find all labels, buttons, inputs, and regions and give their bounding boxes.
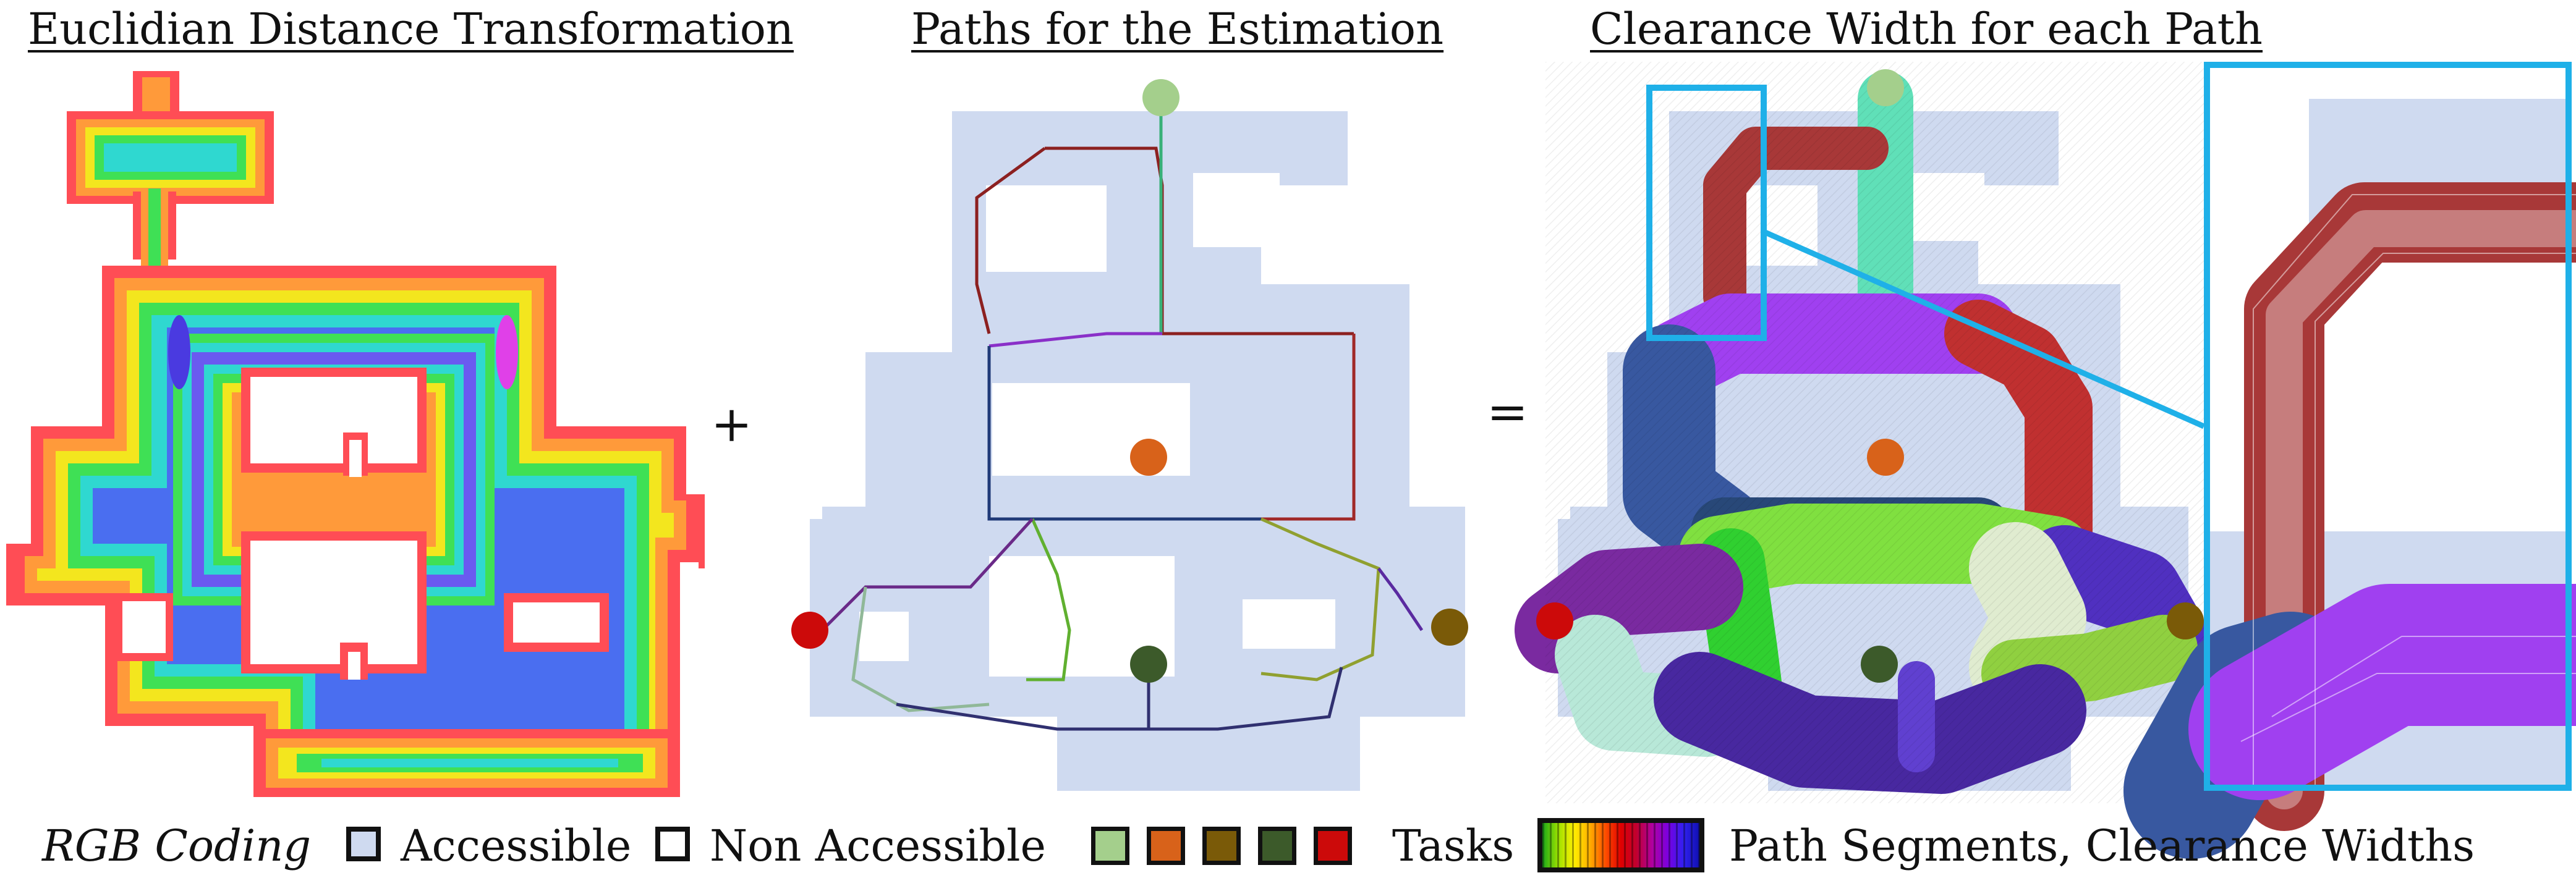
path-top-left xyxy=(975,146,1046,334)
task-dark-green xyxy=(1130,646,1167,683)
zoom-hatch xyxy=(2240,194,2576,791)
task-brown xyxy=(1431,609,1468,646)
task-markers xyxy=(791,79,1468,683)
paths-panel xyxy=(791,79,1468,791)
legend-rgb-coding: RGB Coding xyxy=(42,821,312,871)
legend-non-accessible-swatch xyxy=(655,827,690,861)
task-orange xyxy=(1130,439,1167,476)
legend-clearance-gradient xyxy=(1537,818,1704,872)
zoom-brown-inner xyxy=(2266,210,2576,809)
equals-operator: = xyxy=(1487,383,1529,441)
path-brown-right xyxy=(1261,334,1356,521)
path-navy-bottom xyxy=(896,667,1343,731)
paths-title: Paths for the Estimation xyxy=(911,4,1444,54)
legend-non-accessible-label: Non Accessible xyxy=(710,821,1046,871)
path-purple-top xyxy=(988,332,1162,348)
task-red xyxy=(791,612,828,649)
zoom-inset xyxy=(2123,62,2576,859)
zoom-brown-tube xyxy=(2244,182,2576,831)
task-brown xyxy=(2167,602,2204,639)
edt-holes xyxy=(114,368,609,680)
edt-title: Euclidian Distance Transformation xyxy=(28,4,794,54)
path-green-lower xyxy=(1026,518,1071,681)
legend-tasks-label: Tasks xyxy=(1392,821,1515,871)
task-dark-green xyxy=(1861,646,1898,683)
task-red xyxy=(1536,602,1573,639)
legend-task-swatch-dark-green xyxy=(1258,827,1296,865)
path-olive-right xyxy=(1260,517,1380,681)
path-navy-left xyxy=(987,346,1032,521)
edt-panel-main xyxy=(12,62,699,803)
task-light-green xyxy=(1867,69,1904,106)
path-purple-left xyxy=(821,518,1034,631)
zoom-purple-tube xyxy=(2188,584,2576,800)
task-light-green xyxy=(1142,79,1180,116)
legend-task-swatch-light-green xyxy=(1091,827,1129,865)
estimation-paths xyxy=(821,105,1424,731)
task-orange xyxy=(1867,439,1904,476)
legend-task-swatch-brown xyxy=(1202,827,1241,865)
legend-task-swatch-red xyxy=(1314,827,1352,865)
legend-segments-label: Path Segments, Clearance Widths xyxy=(1729,821,2475,871)
clearance-title: Clearance Width for each Path xyxy=(1590,4,2263,54)
clearance-task-markers xyxy=(1536,69,2204,683)
zoom-source-box xyxy=(1646,85,1767,341)
legend-accessible-label: Accessible xyxy=(401,821,632,871)
path-pale-left xyxy=(851,586,990,712)
legend-accessible-swatch xyxy=(346,827,381,861)
floorplan-holes xyxy=(859,173,1335,677)
plus-operator: + xyxy=(711,395,753,453)
legend-task-swatch-orange xyxy=(1147,827,1185,865)
path-purple-right xyxy=(1377,567,1424,631)
